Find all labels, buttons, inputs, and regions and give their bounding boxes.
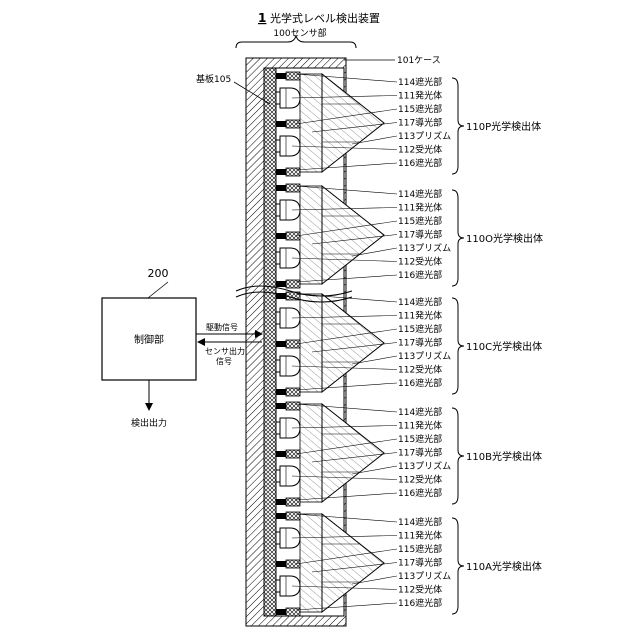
shield-114-label: 114遮光部: [398, 296, 442, 308]
prism-113-label: 113プリズム: [398, 350, 451, 362]
sensor-output-label-2: 信号: [216, 356, 232, 366]
shield-115-label: 115遮光部: [398, 215, 442, 227]
shield-114: [286, 184, 300, 192]
case-label: 101ケース: [397, 55, 441, 66]
shield-114: [286, 512, 300, 520]
shield-116: [286, 280, 300, 288]
shield-116-mount: [276, 281, 286, 287]
detector-brace: [452, 408, 464, 504]
shield-115-mount: [276, 121, 286, 127]
emitter-111-label: 111発光体: [398, 90, 442, 102]
detector-110o: 114遮光部 111発光体115遮光部 117導光部113プリズム 112受光体116…: [276, 184, 543, 288]
title-text: 光学式レベル検出装置: [270, 11, 380, 25]
detector-brace: [452, 190, 464, 286]
drive-signal-label: 駆動信号: [206, 322, 238, 332]
title-number: 1: [258, 11, 266, 25]
shield-114: [286, 72, 300, 80]
detector-brace: [452, 78, 464, 174]
receiver-112-label: 112受光体: [398, 144, 442, 156]
prism-113-label: 113プリズム: [398, 460, 451, 472]
prism: [322, 74, 384, 172]
detector-name: 110C光学検出体: [466, 340, 542, 353]
shield-116-label: 116遮光部: [398, 487, 442, 499]
shield-116: [286, 498, 300, 506]
shield-115-label: 115遮光部: [398, 543, 442, 555]
shield-114-label: 114遮光部: [398, 406, 442, 418]
shield-116-mount: [276, 169, 286, 175]
prism-113-label: 113プリズム: [398, 242, 451, 254]
shield-115-mount: [276, 233, 286, 239]
light-guide-117-label: 117導光部: [398, 557, 442, 569]
detector-name: 110B光学検出体: [466, 450, 542, 463]
substrate: [264, 68, 276, 616]
shield-114-mount: [276, 185, 286, 191]
shield-116-label: 116遮光部: [398, 157, 442, 169]
shield-114-label: 114遮光部: [398, 516, 442, 528]
detector-name: 110O光学検出体: [466, 232, 543, 245]
receiver-112-label: 112受光体: [398, 256, 442, 268]
emitter-111-label: 111発光体: [398, 530, 442, 542]
shield-116-label: 116遮光部: [398, 597, 442, 609]
shield-114: [286, 402, 300, 410]
shield-116-label: 116遮光部: [398, 377, 442, 389]
sensor-label: 100センサ部: [273, 27, 326, 39]
detector-name: 110P光学検出体: [466, 120, 541, 133]
shield-116: [286, 388, 300, 396]
detector-110b: 114遮光部 111発光体115遮光部 117導光部113プリズム 112受光体116…: [276, 402, 542, 506]
shield-115-label: 115遮光部: [398, 103, 442, 115]
prism-113-label: 113プリズム: [398, 130, 451, 142]
light-guide-117-label: 117導光部: [398, 117, 442, 129]
detector-groups: 114遮光部111発光体115遮光部117導光部113プリズム112受光体116…: [276, 72, 543, 616]
shield-115-label: 115遮光部: [398, 323, 442, 335]
prism: [322, 294, 384, 392]
detection-output-label: 検出出力: [131, 417, 167, 429]
shield-115-mount: [276, 341, 286, 347]
detector-110c: 114遮光部 111発光体115遮光部 117導光部113プリズム 112受光体116…: [276, 292, 542, 396]
shield-116-mount: [276, 609, 286, 615]
shield-114-label: 114遮光部: [398, 188, 442, 200]
sensor-output-label: センサ出力: [205, 346, 245, 356]
shield-116: [286, 608, 300, 616]
receiver-112-label: 112受光体: [398, 364, 442, 376]
prism: [322, 514, 384, 612]
light-guide-117-label: 117導光部: [398, 447, 442, 459]
detector-brace: [452, 518, 464, 614]
shield-115-label: 115遮光部: [398, 433, 442, 445]
emitter-111-label: 111発光体: [398, 420, 442, 432]
controller-leader: [148, 282, 168, 298]
shield-116: [286, 168, 300, 176]
light-guide-117-label: 117導光部: [398, 229, 442, 241]
prism-113-label: 113プリズム: [398, 570, 451, 582]
shield-116-mount: [276, 499, 286, 505]
detector-110a: 114遮光部 111発光体115遮光部 117導光部113プリズム 112受光体116…: [276, 512, 542, 616]
controller-name: 制御部: [134, 333, 164, 346]
shield-116-mount: [276, 389, 286, 395]
emitter-111-label: 111発光体: [398, 310, 442, 322]
detector-brace: [452, 298, 464, 394]
receiver-112-label: 112受光体: [398, 474, 442, 486]
prism: [322, 186, 384, 284]
shield-114-mount: [276, 73, 286, 79]
detector-110p: 114遮光部 111発光体115遮光部 117導光部113プリズム 112受光体116…: [276, 72, 541, 176]
detector-name: 110A光学検出体: [466, 560, 542, 573]
controller-number: 200: [148, 267, 169, 280]
light-guide-117-label: 117導光部: [398, 337, 442, 349]
shield-114-mount: [276, 403, 286, 409]
shield-115-mount: [276, 561, 286, 567]
shield-114-label: 114遮光部: [398, 76, 442, 88]
shield-114-mount: [276, 513, 286, 519]
shield-116-label: 116遮光部: [398, 269, 442, 281]
emitter-111-label: 111発光体: [398, 202, 442, 214]
substrate-label: 基板105: [196, 73, 231, 85]
shield-115-mount: [276, 451, 286, 457]
receiver-112-label: 112受光体: [398, 584, 442, 596]
prism: [322, 404, 384, 502]
